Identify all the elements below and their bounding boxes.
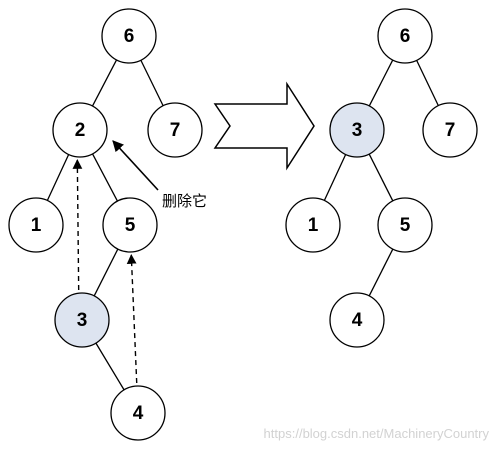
before-node-circle-4 xyxy=(110,385,166,441)
after-node-6: 6 xyxy=(377,8,433,64)
before-node-label-7: 7 xyxy=(170,120,181,141)
before-node-circle-5 xyxy=(102,197,158,253)
transition-arrow-icon xyxy=(213,81,315,171)
after-node-4: 4 xyxy=(329,292,385,348)
before-tree-edges xyxy=(46,59,164,391)
before-node-1: 1 xyxy=(8,197,64,253)
after-node-circle-3 xyxy=(329,102,385,158)
before-node-circle-1 xyxy=(8,197,64,253)
after-node-label-4: 4 xyxy=(352,310,363,331)
after-edge-a6-a7 xyxy=(416,60,439,106)
before-node-circle-3 xyxy=(54,292,110,348)
after-node-circle-7 xyxy=(422,102,478,158)
after-edge-a6-a3 xyxy=(368,59,394,107)
before-node-4: 4 xyxy=(110,385,166,441)
before-edge-b6-b2 xyxy=(91,59,118,107)
before-node-3: 3 xyxy=(54,292,110,348)
before-edge-b2-b1 xyxy=(46,154,70,201)
before-node-label-4: 4 xyxy=(133,403,144,424)
after-tree-edges xyxy=(323,59,439,297)
after-node-circle-4 xyxy=(329,292,385,348)
dashed-arrow-b4-to-b5 xyxy=(126,253,138,384)
after-node-3: 3 xyxy=(329,102,385,158)
before-node-circle-6 xyxy=(101,8,157,64)
watermark: https://blog.csdn.net/MachineryCountry xyxy=(264,426,490,441)
after-node-label-1: 1 xyxy=(308,215,319,236)
before-node-label-1: 1 xyxy=(31,215,42,236)
after-node-label-7: 7 xyxy=(445,120,456,141)
before-node-5: 5 xyxy=(102,197,158,253)
before-node-circle-2 xyxy=(52,102,108,158)
before-tree-nodes: 6 2 7 1 5 3 4 xyxy=(8,8,203,441)
before-node-label-6: 6 xyxy=(124,26,135,47)
annotation-label: 删除它 xyxy=(162,192,207,210)
before-edge-b3-b4 xyxy=(95,342,125,391)
annotation-arrow xyxy=(112,140,159,191)
after-node-circle-1 xyxy=(285,197,341,253)
before-edge-b2-b5 xyxy=(91,153,119,202)
before-node-circle-7 xyxy=(147,102,203,158)
after-edge-a3-a5 xyxy=(368,153,394,202)
before-node-label-3: 3 xyxy=(77,310,88,331)
before-node-label-2: 2 xyxy=(75,120,86,141)
before-edge-b5-b3 xyxy=(93,248,119,297)
after-node-circle-5 xyxy=(377,197,433,253)
dashed-arrow-b3-to-b2 xyxy=(72,159,83,291)
before-node-label-5: 5 xyxy=(125,215,136,236)
before-node-6: 6 xyxy=(101,8,157,64)
before-node-7: 7 xyxy=(147,102,203,158)
after-node-label-3: 3 xyxy=(352,120,363,141)
after-edge-a5-a4 xyxy=(368,248,394,297)
after-node-1: 1 xyxy=(285,197,341,253)
after-node-circle-6 xyxy=(377,8,433,64)
after-tree-nodes: 6 3 7 1 5 4 xyxy=(285,8,478,348)
before-tree-dashed-arrows xyxy=(72,159,138,384)
after-node-label-5: 5 xyxy=(400,215,411,236)
after-node-5: 5 xyxy=(377,197,433,253)
before-node-2: 2 xyxy=(52,102,108,158)
before-edge-b6-b7 xyxy=(140,59,164,107)
after-node-7: 7 xyxy=(422,102,478,158)
after-node-label-6: 6 xyxy=(400,26,411,47)
after-edge-a3-a1 xyxy=(323,154,347,201)
